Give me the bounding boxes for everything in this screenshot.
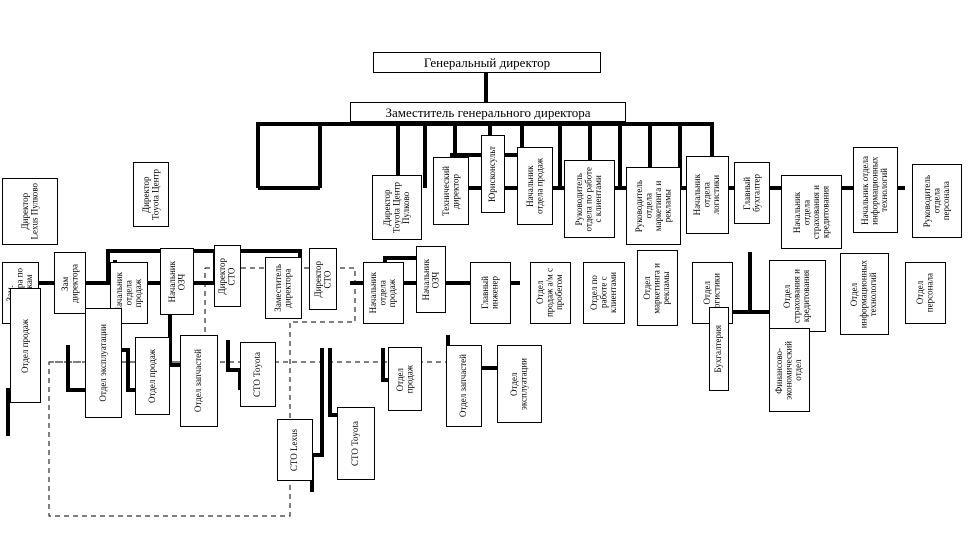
box-ozch-head-2: Начальник ОЗЧ xyxy=(416,246,446,313)
box-clients-dept: Отдел по работе с клиентами xyxy=(583,262,625,324)
label-ozch-head-1: Начальник ОЗЧ xyxy=(166,260,186,303)
box-hr-head: Руководитель отдела персонала xyxy=(912,164,962,238)
label-lexus-director: Директор Lexus Пулково xyxy=(19,183,39,240)
label-insurance-dept: Отдел страхования и кредитования xyxy=(782,268,812,324)
box-toyota-pulkovo-director: Директор Toyota Центр Пулково xyxy=(372,175,422,240)
label-marketing-head: Руководитель отдела маркетинга и рекламы xyxy=(633,179,672,233)
box-tech-director: Технический директор xyxy=(433,157,469,225)
box-it-dept: Отдел информационных технологий xyxy=(840,253,889,335)
box-lexus-director: Директор Lexus Пулково xyxy=(2,178,58,245)
box-it-head: Начальник отдела информационных технолог… xyxy=(853,147,898,233)
box-client-work-head: Руководитель отдела по работе с клиентам… xyxy=(564,160,615,238)
label-client-work-head: Руководитель отдела по работе с клиентам… xyxy=(574,166,604,232)
label-sales-dept-2: Отдел продаж xyxy=(146,349,157,403)
label-tech-director: Технический директор xyxy=(440,166,460,216)
label-sto-lexus: СТО Lexus xyxy=(289,428,300,472)
box-sto-lexus: СТО Lexus xyxy=(277,419,313,481)
label-toyota-pulkovo-director: Директор Toyota Центр Пулково xyxy=(381,182,411,233)
label-sto-toyota-2: СТО Toyota xyxy=(350,421,361,466)
connector-parts-1 xyxy=(168,310,180,367)
label-operations-2: Отдел эксплуатации xyxy=(509,358,529,410)
label-clients-dept: Отдел по работе с клиентами xyxy=(588,272,618,314)
label-parts-2: Отдел запчастей xyxy=(458,354,469,418)
label-insurance-head: Начальник отдела страхования и кредитова… xyxy=(791,184,830,240)
box-sales-head-2: Начальник отдела продаж xyxy=(363,262,404,324)
label-chief-engineer: Главный инженер xyxy=(480,276,500,310)
box-operations-1: Отдел эксплуатации xyxy=(85,308,122,418)
label-ceo: Генеральный директор xyxy=(423,55,551,70)
label-sto-toyota-1: СТО Toyota xyxy=(252,352,263,397)
label-toyota-center-director: Директор Toyota Центр xyxy=(140,169,160,220)
label-ozch-head-2: Начальник ОЗЧ xyxy=(420,258,440,301)
box-marketing-dept: Отдел маркетинга и рекламы xyxy=(637,250,678,326)
box-sales-dept-2: Отдел продаж xyxy=(135,337,170,415)
box-insurance-dept: Отдел страхования и кредитования xyxy=(769,260,826,332)
box-ozch-head-1: Начальник ОЗЧ xyxy=(160,248,194,315)
label-fin-econ: Финансово- экономический отдел xyxy=(774,340,804,400)
label-chief-accountant: Главный бухгалтер xyxy=(741,174,761,212)
box-deputy: Заместитель генерального директора xyxy=(350,102,626,122)
box-sto-director-2: Директор СТО xyxy=(309,248,337,310)
label-it-head: Начальник отдела информационных технолог… xyxy=(860,155,890,225)
box-sto-toyota-2: СТО Toyota xyxy=(337,407,375,480)
label-hr-dept: Отдел персонала xyxy=(915,273,935,313)
box-chief-accountant: Главный бухгалтер xyxy=(734,162,770,224)
label-logistics-head: Начальник отдела логистики xyxy=(692,174,722,216)
label-used-cars-dept: Отдел продаж а/м с пробегом xyxy=(535,268,565,318)
label-deputy-director: Зам директора xyxy=(59,263,79,303)
connector-sto-1 xyxy=(226,340,242,390)
label-it-dept: Отдел информационных технологий xyxy=(849,259,879,329)
box-parts-2: Отдел запчастей xyxy=(446,345,482,427)
box-operations-2: Отдел эксплуатации xyxy=(497,345,542,423)
label-parts-1: Отдел запчастей xyxy=(193,349,204,413)
connector-sto-toyota-2 xyxy=(328,348,337,417)
box-sales-dept-left: Отдел продаж xyxy=(10,288,41,403)
label-sales-head-2: Начальник отдела продаж xyxy=(368,272,398,314)
box-sto-director-1: Директор СТО xyxy=(214,245,241,307)
box-ceo: Генеральный директор xyxy=(373,52,601,73)
box-insurance-head: Начальник отдела страхования и кредитова… xyxy=(781,175,842,249)
box-deputy-director: Зам директора xyxy=(54,252,86,314)
box-sales-dept-3: Отдел продаж xyxy=(388,347,422,411)
box-chief-engineer: Главный инженер xyxy=(470,262,511,324)
label-deputy: Заместитель генерального директора xyxy=(385,104,591,120)
box-sales-dept-head: Начальник отдела продаж xyxy=(517,147,553,225)
box-lawyer: Юрисконсульт xyxy=(481,135,505,213)
box-sto-toyota-1: СТО Toyota xyxy=(240,342,276,407)
connector-sto-lexus xyxy=(310,348,324,492)
label-sales-dept-3: Отдел продаж xyxy=(394,364,414,394)
label-sto-director-2: Директор СТО xyxy=(312,260,332,298)
box-hr-dept: Отдел персонала xyxy=(905,262,946,324)
label-accounting: Бухгалтерия xyxy=(713,325,724,373)
label-sto-director-1: Директор СТО xyxy=(217,257,237,295)
box-used-cars-dept: Отдел продаж а/м с пробегом xyxy=(530,262,571,324)
label-operations-1: Отдел эксплуатации xyxy=(97,324,108,402)
label-marketing-dept: Отдел маркетинга и рекламы xyxy=(642,262,672,314)
box-marketing-head: Руководитель отдела маркетинга и рекламы xyxy=(626,167,681,245)
label-sales-dept-left: Отдел продаж xyxy=(19,318,30,373)
label-deputy-director-2: Заместитель директора xyxy=(273,264,293,312)
dashed-frame-outer xyxy=(48,267,356,517)
box-fin-econ: Финансово- экономический отдел xyxy=(769,328,810,412)
label-sales-dept-head: Начальник отдела продаж xyxy=(524,158,544,214)
label-lawyer: Юрисконсульт xyxy=(487,146,498,202)
box-deputy-director-2: Заместитель директора xyxy=(265,257,302,319)
label-hr-head: Руководитель отдела персонала xyxy=(921,174,951,228)
box-logistics-head: Начальник отдела логистики xyxy=(686,156,729,234)
box-parts-1: Отдел запчастей xyxy=(180,335,218,427)
box-toyota-center-director: Директор Toyota Центр xyxy=(133,162,169,227)
connector-ops-1 xyxy=(66,345,85,392)
box-accounting: Бухгалтерия xyxy=(709,307,729,391)
